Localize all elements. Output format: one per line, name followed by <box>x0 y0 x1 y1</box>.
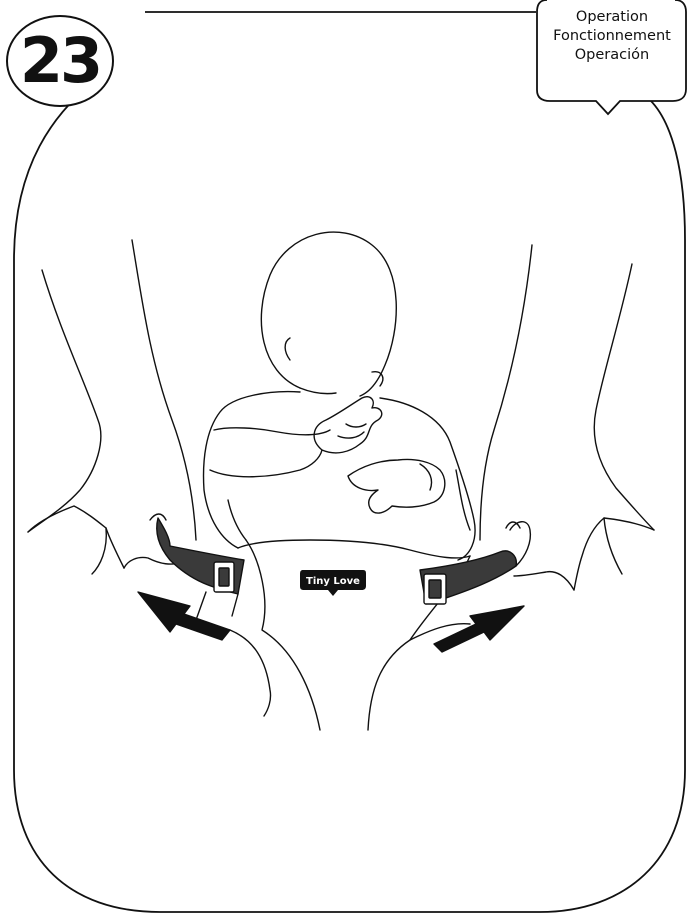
parent-right-hand <box>480 245 654 590</box>
right-arrow <box>434 606 524 652</box>
tiny-love-logo: Tiny Love <box>300 568 366 598</box>
left-arrow <box>138 592 230 640</box>
parent-left-hand <box>28 240 196 574</box>
baby-head <box>261 232 396 396</box>
baby-hand-lower <box>348 459 445 513</box>
baby-body <box>204 392 476 560</box>
svg-text:Tiny Love: Tiny Love <box>306 576 360 587</box>
baby-hand-upper <box>314 397 382 453</box>
